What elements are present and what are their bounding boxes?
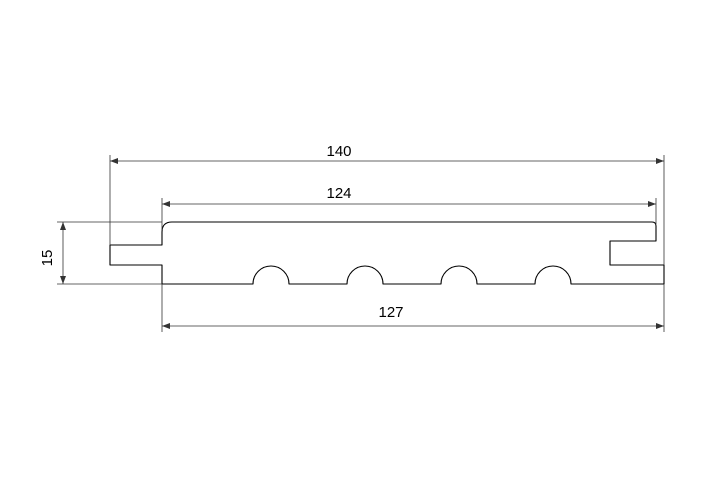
dimension-label-thickness: 15: [39, 250, 56, 267]
dimension-face-width: 124: [161, 185, 657, 230]
dimension-bottom-width: 127: [161, 284, 665, 332]
dimension-thickness: 15: [39, 221, 162, 285]
board-profile-outline: [109, 221, 665, 285]
dimension-overall-width: 140: [109, 143, 665, 265]
dimension-label-face: 124: [326, 185, 351, 202]
dimension-label-overall: 140: [326, 143, 351, 160]
dimension-label-bottom: 127: [378, 304, 403, 321]
